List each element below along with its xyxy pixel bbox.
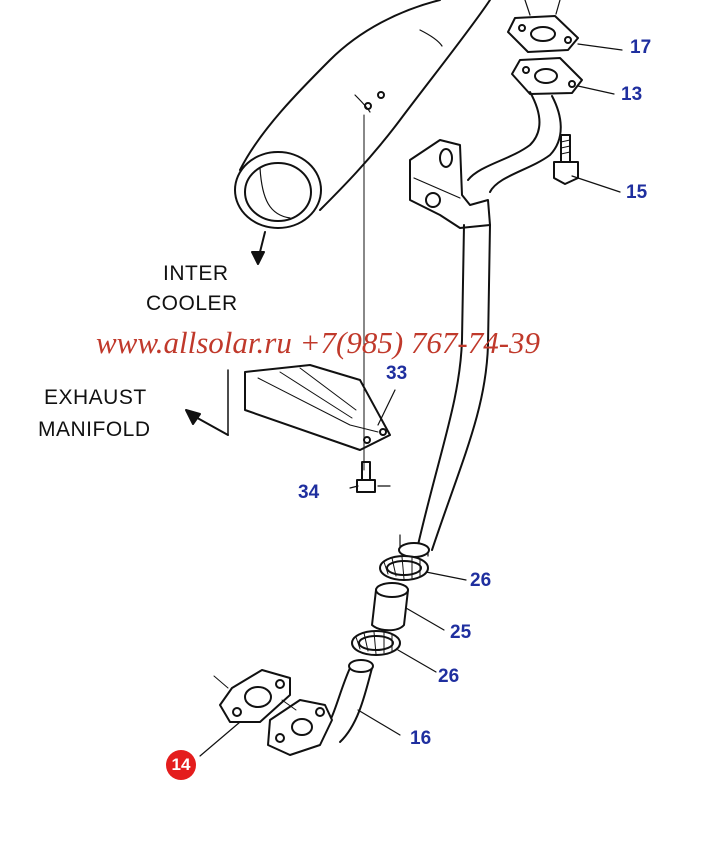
callout-34: 34 [298,482,320,503]
callout-13: 13 [621,84,643,105]
main-return-pipe [398,224,491,558]
hose-clamp-upper [379,555,429,581]
inter-cooler-label-line2: COOLER [146,292,238,315]
exhaust-manifold-arrow [185,369,229,436]
gasket-17 [507,0,579,53]
callout-17: 17 [630,37,652,58]
inter-cooler-label-line1: INTER [163,262,229,285]
exhaust-manifold-label-line1: EXHAUST [44,386,147,409]
exhaust-manifold-label-line2: MANIFOLD [38,418,151,441]
bracket-plate [244,364,391,451]
pipe-clamp-bracket [409,139,491,229]
watermark-text: www.allsolar.ru +7(985) 767-74-39 [96,325,541,360]
callout-26-lower: 26 [438,666,460,687]
inter-cooler-arrow [251,231,266,265]
callout-14-highlight[interactable]: 14 [166,750,196,780]
lower-pipe-16 [267,659,374,756]
bolt-15 [553,134,579,185]
callout-16: 16 [410,728,432,749]
bolt-34 [349,461,376,493]
leader-lines [199,43,623,757]
callout-33: 33 [386,363,408,384]
inter-cooler-pipe [234,0,491,229]
flange-13 [511,57,583,95]
callout-15: 15 [626,182,648,203]
hose-25 [371,582,409,632]
gasket-14 [213,669,297,723]
callout-25: 25 [450,622,472,643]
callout-26-upper: 26 [470,570,492,591]
upper-return-pipe [467,91,562,193]
hose-clamp-lower [351,630,401,656]
